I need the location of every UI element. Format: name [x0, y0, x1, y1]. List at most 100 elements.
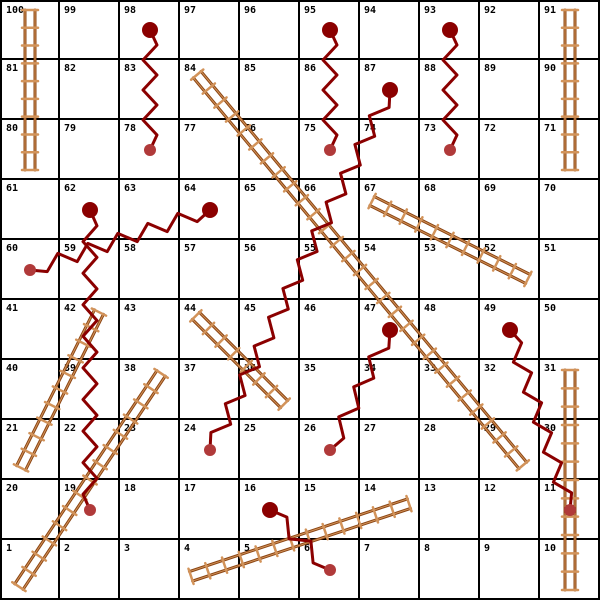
cell-number: 92	[484, 5, 497, 16]
board-cell-92: 92	[480, 0, 540, 60]
cell-number: 51	[544, 243, 557, 254]
board-cell-3: 3	[120, 540, 180, 600]
board-cell-78: 78	[120, 120, 180, 180]
cell-number: 46	[304, 303, 317, 314]
cell-number: 84	[184, 63, 197, 74]
board-cell-40: 40	[0, 360, 60, 420]
board-cell-50: 50	[540, 300, 600, 360]
cell-number: 21	[6, 423, 19, 434]
cell-number: 44	[184, 303, 197, 314]
cell-number: 59	[64, 243, 77, 254]
cell-number: 58	[124, 243, 137, 254]
board-cell-26: 26	[300, 420, 360, 480]
board-cell-53: 53	[420, 240, 480, 300]
cell-number: 1	[6, 543, 13, 554]
cell-number: 79	[64, 123, 77, 134]
board-cell-30: 30	[540, 420, 600, 480]
board-cell-16: 16	[240, 480, 300, 540]
board-cell-72: 72	[480, 120, 540, 180]
cell-number: 63	[124, 183, 137, 194]
board-cell-52: 52	[480, 240, 540, 300]
board-cell-94: 94	[360, 0, 420, 60]
board-cell-10: 10	[540, 540, 600, 600]
board-cell-91: 91	[540, 0, 600, 60]
cell-number: 5	[244, 543, 251, 554]
cell-number: 94	[364, 5, 377, 16]
board-cell-60: 60	[0, 240, 60, 300]
board-cell-8: 8	[420, 540, 480, 600]
board-cell-77: 77	[180, 120, 240, 180]
board-cell-19: 19	[60, 480, 120, 540]
cell-number: 25	[244, 423, 257, 434]
board-cell-6: 6	[300, 540, 360, 600]
board-cell-21: 21	[0, 420, 60, 480]
board-cell-85: 85	[240, 60, 300, 120]
board-cell-84: 84	[180, 60, 240, 120]
cell-number: 4	[184, 543, 191, 554]
board-cell-74: 74	[360, 120, 420, 180]
board-cell-35: 35	[300, 360, 360, 420]
cell-number: 99	[64, 5, 77, 16]
cell-number: 53	[424, 243, 437, 254]
board-cell-68: 68	[420, 180, 480, 240]
cell-number: 13	[424, 483, 437, 494]
cell-number: 10	[544, 543, 557, 554]
board-cell-37: 37	[180, 360, 240, 420]
cell-number: 8	[424, 543, 431, 554]
board-cell-79: 79	[60, 120, 120, 180]
board-cell-2: 2	[60, 540, 120, 600]
cell-number: 34	[364, 363, 377, 374]
cell-number: 73	[424, 123, 437, 134]
board-cell-22: 22	[60, 420, 120, 480]
cell-number: 32	[484, 363, 497, 374]
board-cell-38: 38	[120, 360, 180, 420]
board-cell-4: 4	[180, 540, 240, 600]
cell-number: 61	[6, 183, 19, 194]
board-cell-59: 59	[60, 240, 120, 300]
cell-number: 75	[304, 123, 317, 134]
board-cell-25: 25	[240, 420, 300, 480]
cell-number: 93	[424, 5, 437, 16]
cell-number: 6	[304, 543, 311, 554]
cell-number: 7	[364, 543, 371, 554]
cell-number: 97	[184, 5, 197, 16]
cell-number: 30	[544, 423, 557, 434]
cell-number: 2	[64, 543, 71, 554]
cell-number: 48	[424, 303, 437, 314]
board-cell-44: 44	[180, 300, 240, 360]
board-cell-93: 93	[420, 0, 480, 60]
cell-number: 55	[304, 243, 317, 254]
cell-number: 90	[544, 63, 557, 74]
board-cell-56: 56	[240, 240, 300, 300]
board-cell-89: 89	[480, 60, 540, 120]
cell-number: 3	[124, 543, 131, 554]
cell-number: 33	[424, 363, 437, 374]
board-cell-11: 11	[540, 480, 600, 540]
cell-number: 100	[6, 5, 25, 16]
cell-number: 24	[184, 423, 197, 434]
cell-number: 95	[304, 5, 317, 16]
board-cell-70: 70	[540, 180, 600, 240]
board-cell-1: 1	[0, 540, 60, 600]
board-cell-73: 73	[420, 120, 480, 180]
cell-number: 86	[304, 63, 317, 74]
cell-number: 70	[544, 183, 557, 194]
board-cell-47: 47	[360, 300, 420, 360]
cell-number: 82	[64, 63, 77, 74]
board-cell-65: 65	[240, 180, 300, 240]
board-cell-75: 75	[300, 120, 360, 180]
cell-number: 78	[124, 123, 137, 134]
cell-number: 77	[184, 123, 197, 134]
cell-number: 38	[124, 363, 137, 374]
board-cell-29: 29	[480, 420, 540, 480]
board-cell-61: 61	[0, 180, 60, 240]
board-cell-83: 83	[120, 60, 180, 120]
cell-number: 98	[124, 5, 137, 16]
board-cell-32: 32	[480, 360, 540, 420]
cell-number: 35	[304, 363, 317, 374]
board-cell-71: 71	[540, 120, 600, 180]
board-cell-23: 23	[120, 420, 180, 480]
cell-number: 65	[244, 183, 257, 194]
